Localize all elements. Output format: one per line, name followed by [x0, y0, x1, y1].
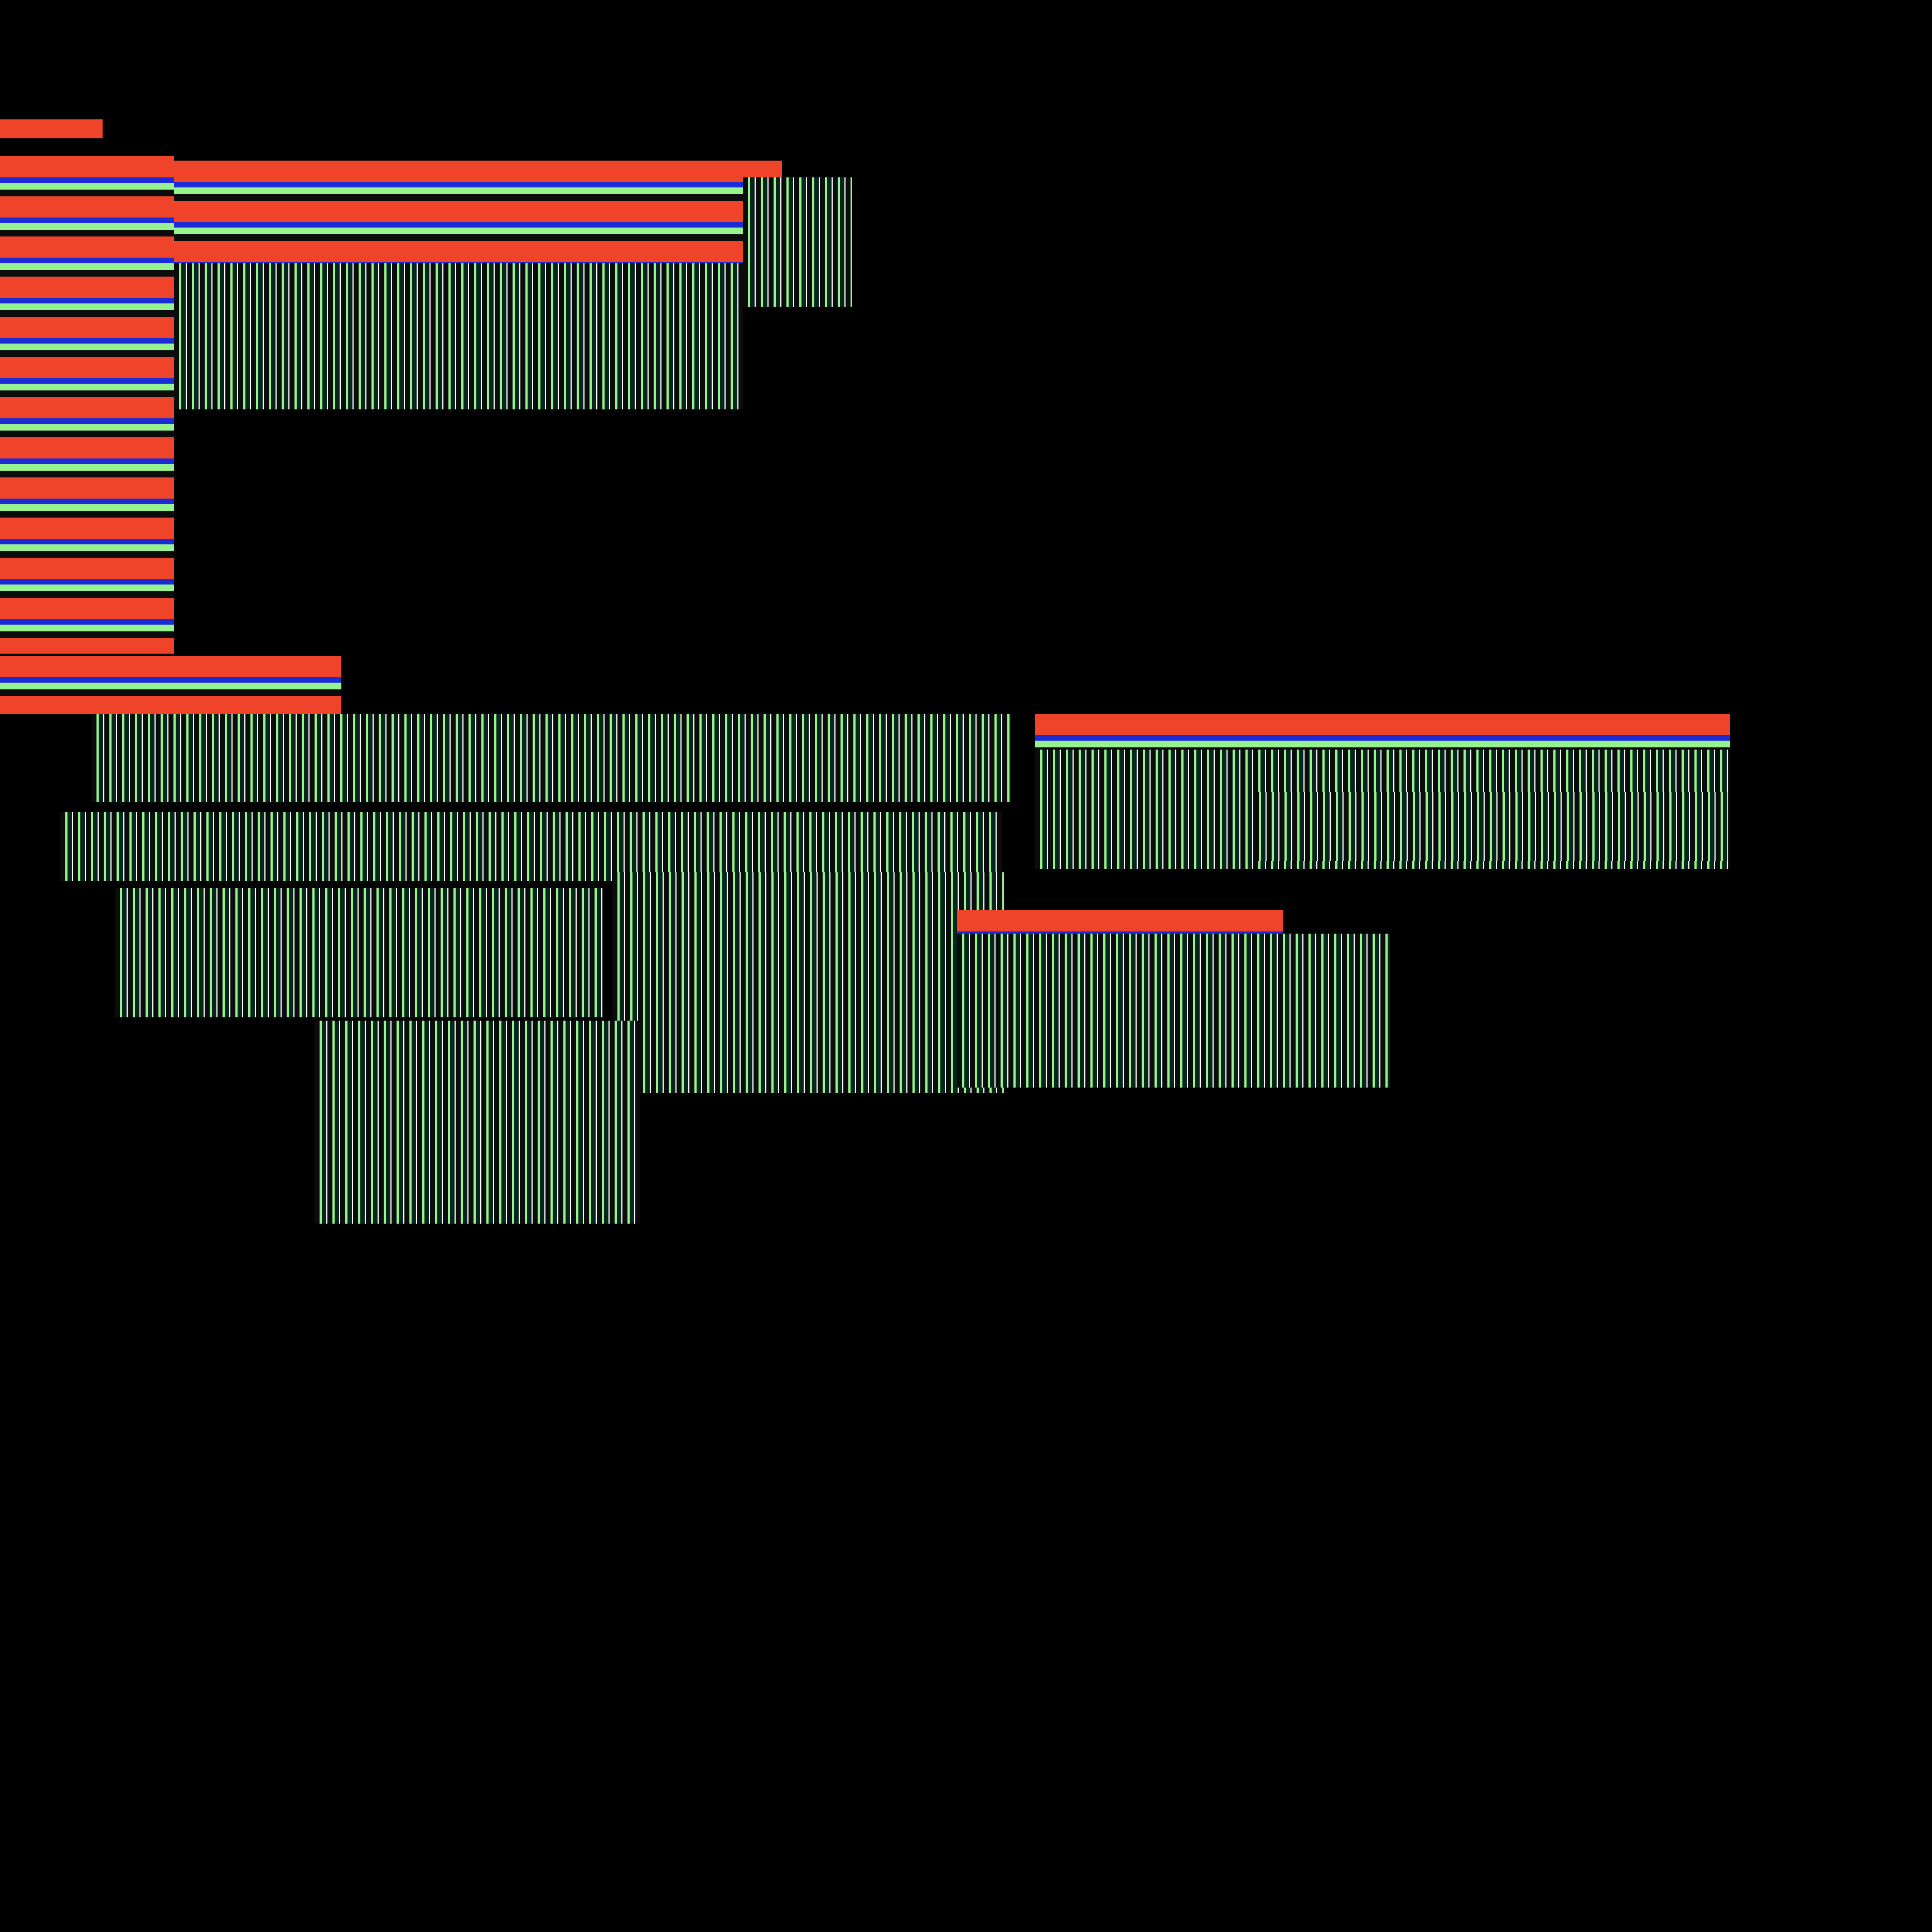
glitch-block-top-band [174, 161, 782, 263]
glitch-block-lower-center [612, 872, 1004, 1093]
glitch-block-middle-band-2 [60, 812, 1002, 881]
glitch-block-left-column [0, 156, 174, 654]
glitch-block-right-long [1254, 792, 1728, 861]
glitch-block-lower-columns [315, 1021, 640, 1224]
glitch-block-top-right-edge [743, 177, 852, 307]
glitch-block-top-left-strip [0, 119, 103, 138]
glitch-block-right-lower-header [957, 910, 1283, 934]
glitch-block-horizontal-lines [0, 656, 341, 714]
glitch-block-right-lower [957, 934, 1390, 1088]
glitch-block-middle-band-1 [91, 714, 1011, 802]
glitch-block-lower-left [115, 888, 603, 1017]
glitch-block-top-columns [174, 263, 743, 409]
glitch-block-right-upper [1035, 714, 1730, 750]
